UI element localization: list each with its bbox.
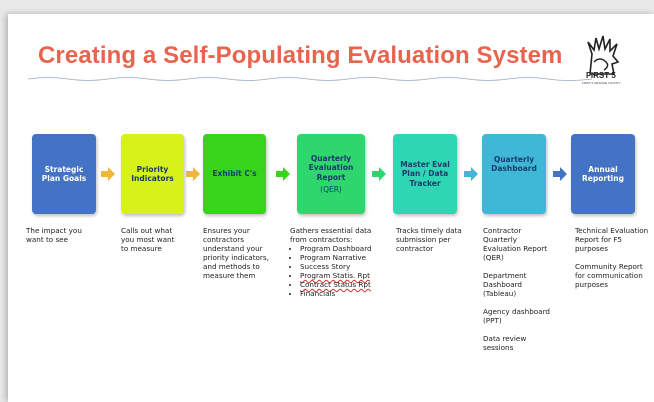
description-intro: Gathers essential data from contractors:: [290, 226, 372, 244]
step-label: Exhibit C's: [212, 169, 257, 179]
list-item: Program Narrative: [300, 253, 382, 262]
description-master-eval-plan: Tracks timely data submission per contra…: [396, 226, 462, 253]
step-annual-reporting: Annual Reporting: [571, 134, 635, 214]
list-item: Contract Status Rpt: [300, 280, 382, 289]
step-label: Master Eval Plan / Data Tracker: [400, 159, 450, 188]
description-qer: Gathers essential data from contractors:…: [290, 226, 382, 298]
title-underline: [28, 77, 592, 81]
step-label: Quarterly Dashboard: [491, 154, 537, 173]
step-quarterly-dashboard: Quarterly Dashboard: [482, 134, 546, 214]
description-priority-indicators: Calls out what you most want to measure: [121, 226, 179, 253]
data-list: Program Dashboard Program Narrative Succ…: [290, 244, 382, 298]
step-label-line3: Report: [316, 172, 346, 182]
description-annual-reporting: Technical Evaluation Report for F5 purpo…: [575, 226, 651, 289]
list-item: Success Story: [300, 262, 382, 271]
step-priority-indicators: Priority Indicators: [121, 134, 184, 214]
logo-text: FIRST 5: [586, 71, 616, 80]
arrow-right-icon: [276, 167, 290, 181]
step-label-line1: Quarterly: [310, 153, 352, 163]
description-text: Ensures your contractors understand your…: [203, 226, 269, 280]
description-text: Contractor Quarterly Evaluation Report (…: [483, 226, 548, 262]
step-label: Priority Indicators: [131, 164, 174, 183]
arrow-right-icon: [101, 167, 115, 181]
arrow-right-icon: [186, 167, 200, 181]
description-text: Community Report for communication purpo…: [575, 262, 643, 289]
description-text: Data review sessions: [483, 334, 527, 352]
description-text: Technical Evaluation Report for F5 purpo…: [575, 226, 649, 253]
description-text: Agency dashboard (PPT): [483, 307, 550, 325]
description-strategic-plan-goals: The impact you want to see: [26, 226, 92, 244]
step-label: Strategic Plan Goals: [41, 164, 87, 183]
description-text: Tracks timely data submission per contra…: [396, 226, 462, 253]
slide-title: Creating a Self-Populating Evaluation Sy…: [38, 42, 563, 69]
arrow-right-icon: [553, 167, 567, 181]
description-exhibit-cs: Ensures your contractors understand your…: [203, 226, 271, 280]
first5-logo-icon: [587, 35, 620, 75]
step-quarterly-evaluation-report: Quarterly Evaluation Report (QER): [297, 134, 365, 214]
step-label-line4: (QER): [320, 184, 342, 194]
step-label-line2: Evaluation: [308, 163, 354, 173]
step-master-eval-plan: Master Eval Plan / Data Tracker: [393, 134, 457, 214]
description-text: Department Dashboard (Tableau): [483, 271, 527, 298]
logo-subtext: FIRST 5 ORANGE COUNTY: [582, 81, 621, 85]
step-strategic-plan-goals: Strategic Plan Goals: [32, 134, 96, 214]
slide: Creating a Self-Populating Evaluation Sy…: [8, 14, 654, 402]
list-item: Program Dashboard: [300, 244, 382, 253]
step-label: Annual Reporting: [582, 164, 624, 183]
list-item: Financials: [300, 289, 382, 298]
list-item: Program Statis. Rpt: [300, 271, 382, 280]
description-text: Calls out what you most want to measure: [121, 226, 175, 253]
arrow-right-icon: [372, 167, 386, 181]
description-text: The impact you want to see: [26, 226, 82, 244]
description-quarterly-dashboard: Contractor Quarterly Evaluation Report (…: [483, 226, 553, 352]
step-exhibit-cs: Exhibit C's: [203, 134, 266, 214]
arrow-right-icon: [464, 167, 478, 181]
